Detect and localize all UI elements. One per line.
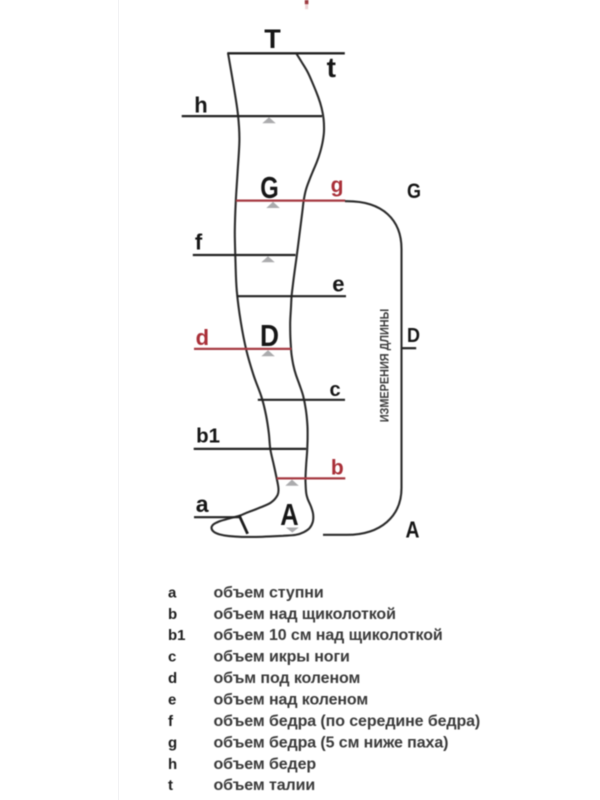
svg-text:b: b xyxy=(168,606,177,623)
svg-text:объем над щиколоткой: объем над щиколоткой xyxy=(214,606,396,623)
svg-text:D: D xyxy=(407,324,420,347)
svg-text:объем ступни: объем ступни xyxy=(214,584,324,601)
svg-text:b1: b1 xyxy=(196,425,220,448)
svg-text:d: d xyxy=(196,325,209,350)
svg-text:d: d xyxy=(168,670,177,687)
svg-text:t: t xyxy=(168,777,173,794)
svg-text:h: h xyxy=(194,92,207,117)
svg-text:a: a xyxy=(196,491,209,517)
svg-text:e: e xyxy=(332,272,344,297)
svg-text:f: f xyxy=(195,230,203,255)
svg-text:A: A xyxy=(280,498,298,532)
svg-text:объем над коленом: объем над коленом xyxy=(214,692,369,709)
svg-text:объем бедра (5 см ниже паха): объем бедра (5 см ниже паха) xyxy=(214,734,449,751)
svg-text:g: g xyxy=(168,734,177,751)
svg-text:A: A xyxy=(406,517,420,543)
svg-text:g: g xyxy=(331,174,344,197)
svg-text:объем 10 см над щиколоткой: объем 10 см над щиколоткой xyxy=(214,627,443,644)
svg-text:a: a xyxy=(168,584,177,601)
svg-text:e: e xyxy=(168,692,176,709)
svg-text:ИЗМЕРЕНИЯ ДЛИНЫ: ИЗМЕРЕНИЯ ДЛИНЫ xyxy=(377,309,391,423)
svg-text:объем икры ноги: объем икры ноги xyxy=(214,649,350,666)
svg-text:объем бедер: объем бедер xyxy=(214,756,317,773)
svg-text:G: G xyxy=(407,179,421,203)
svg-text:объм под коленом: объм под коленом xyxy=(214,670,361,687)
svg-text:h: h xyxy=(168,756,177,773)
svg-text:D: D xyxy=(260,318,279,353)
svg-text:объем талии: объем талии xyxy=(214,777,316,794)
svg-text:объем бедра (по середине бедра: объем бедра (по середине бедра) xyxy=(214,713,481,730)
svg-text:T: T xyxy=(264,24,281,54)
svg-text:b: b xyxy=(331,456,344,479)
svg-text:t: t xyxy=(327,52,336,83)
svg-text:c: c xyxy=(168,649,176,666)
svg-text:b1: b1 xyxy=(168,627,186,644)
svg-text:f: f xyxy=(168,713,174,730)
svg-text:G: G xyxy=(260,170,279,205)
svg-text:c: c xyxy=(329,379,340,401)
